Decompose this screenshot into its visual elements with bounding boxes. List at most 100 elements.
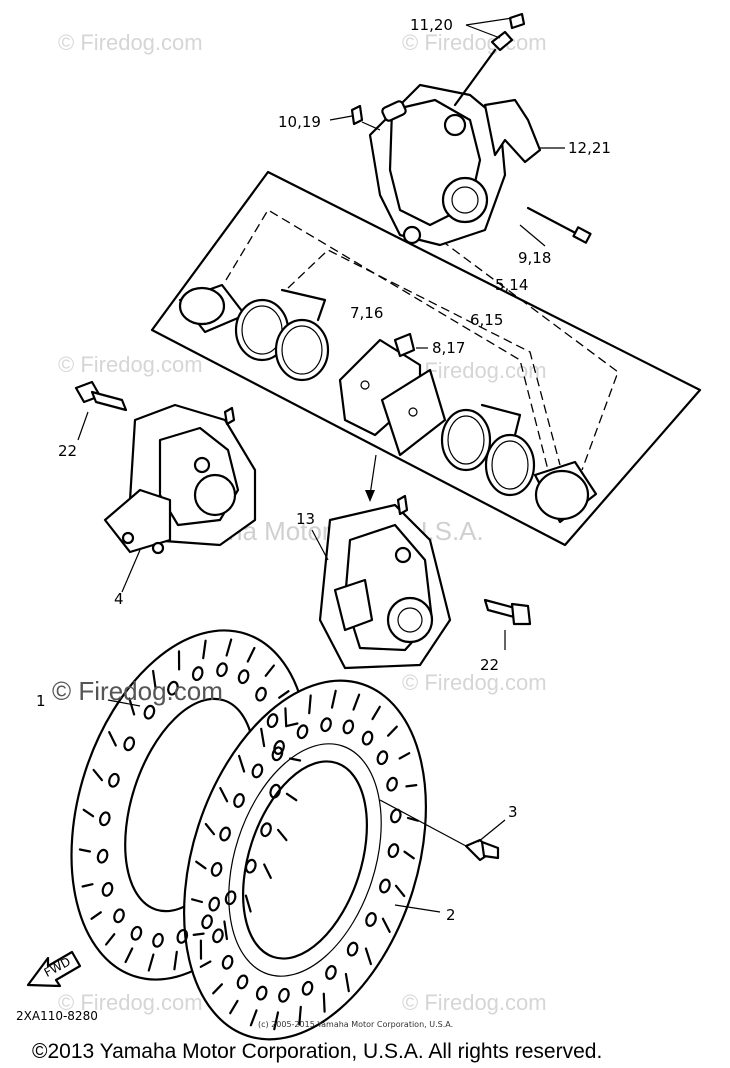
disc-slot — [289, 757, 302, 762]
disc-hole — [143, 704, 156, 720]
disc-slot — [199, 960, 212, 968]
disc-slot — [225, 638, 233, 657]
disc-slot — [128, 697, 136, 716]
disc-slot — [273, 1011, 280, 1031]
watermark: © Firedog.com — [58, 30, 203, 55]
leader-lines — [107, 17, 565, 913]
callout-11-20: 11,20 — [410, 16, 453, 34]
disc-hole — [387, 843, 400, 859]
disc-slot — [398, 752, 411, 760]
disc-hole — [191, 666, 204, 682]
disc-slot — [263, 863, 272, 880]
disc-hole — [210, 861, 223, 877]
disc-hole — [101, 881, 114, 897]
callout-13: 13 — [296, 510, 315, 528]
disc-slot — [244, 894, 252, 913]
callout-22-left: 22 — [58, 442, 77, 460]
disc-hole — [113, 908, 125, 924]
disc-slot — [405, 783, 418, 788]
callout-2: 2 — [446, 906, 456, 924]
disc-hole — [379, 878, 391, 894]
disc-slot — [298, 1005, 302, 1026]
watermark: © Firedog.com — [402, 670, 547, 695]
disc-hole — [152, 932, 164, 948]
disc-hole — [386, 776, 398, 792]
callout-5-14: 5,14 — [495, 276, 528, 294]
disc-slot — [308, 694, 312, 715]
disc-hole — [273, 740, 285, 755]
disc-hole — [224, 890, 237, 906]
disc-hole — [325, 965, 337, 980]
disc-hole — [221, 954, 234, 970]
upper-caliper — [350, 12, 592, 247]
callout-22-right: 22 — [480, 656, 499, 674]
disc-hole — [376, 750, 389, 766]
disc-hole — [208, 896, 221, 912]
disc-slot — [92, 768, 104, 782]
disc-hole — [236, 974, 249, 990]
disc-slot — [394, 884, 406, 898]
disc-slot — [223, 920, 228, 941]
disc-slot — [344, 972, 350, 993]
disc-hole — [346, 941, 359, 957]
disc-slot — [249, 1009, 258, 1027]
disc-hole — [260, 822, 272, 838]
piston-seal-set-right — [440, 403, 598, 524]
disc-slot — [192, 932, 205, 937]
disc-slot — [204, 822, 216, 836]
disc-slot — [352, 693, 361, 711]
disc-slot — [284, 707, 288, 728]
small-copyright: (c) 2005-2015 Yamaha Motor Corporation, … — [258, 1020, 453, 1029]
disc-slot — [78, 848, 92, 853]
watermark: © Firedog.com — [402, 30, 547, 55]
left-caliper — [103, 403, 257, 555]
disc-slot — [406, 816, 419, 822]
disc-hole — [255, 686, 267, 702]
disc-slot — [371, 705, 381, 721]
footer-copyright: ©2013 Yamaha Motor Corporation, U.S.A. A… — [32, 1040, 602, 1063]
disc-hole — [98, 811, 111, 827]
disc-slot — [195, 860, 207, 870]
disc-slot — [219, 786, 229, 803]
callout-12-21: 12,21 — [568, 139, 611, 157]
disc-slot — [285, 792, 298, 802]
callout-3: 3 — [508, 803, 518, 821]
disc-slot — [330, 689, 337, 709]
disc-hole — [108, 772, 120, 788]
disc-slot — [277, 828, 288, 842]
disc-hole — [320, 717, 332, 733]
bolt-left — [74, 380, 128, 441]
disc-slot — [278, 690, 290, 699]
disc-slot — [260, 727, 266, 748]
disc-bolt — [379, 799, 500, 862]
disc-slot — [286, 722, 299, 727]
callout-6-15: 6,15 — [470, 311, 503, 329]
brake-pads — [338, 332, 447, 457]
disc-hole — [301, 980, 314, 996]
disc-holes — [78, 638, 419, 1031]
disc-slot — [104, 933, 116, 946]
disc-hole — [255, 985, 268, 1001]
disc-hole — [130, 925, 143, 941]
disc-slot — [403, 850, 415, 860]
disc-hole — [251, 763, 264, 779]
callout-8-17: 8,17 — [432, 339, 465, 357]
disc-hole — [361, 730, 374, 746]
disc-slot — [82, 808, 95, 818]
disc-hole — [237, 669, 250, 685]
disc-slot — [81, 883, 94, 888]
watermark: © Firedog.com — [58, 352, 203, 377]
disc-hole — [219, 826, 231, 842]
disc-hole — [176, 928, 189, 944]
disc-slot — [124, 947, 134, 964]
disc-hole — [212, 928, 224, 944]
disc-slot — [147, 953, 155, 972]
disc-slot — [202, 639, 207, 660]
bolt-right — [483, 598, 532, 650]
piston-seal-set-left — [178, 283, 330, 382]
disc-hole — [216, 662, 228, 678]
callout-7-16: 7,16 — [350, 304, 383, 322]
disc-hole — [269, 783, 282, 799]
